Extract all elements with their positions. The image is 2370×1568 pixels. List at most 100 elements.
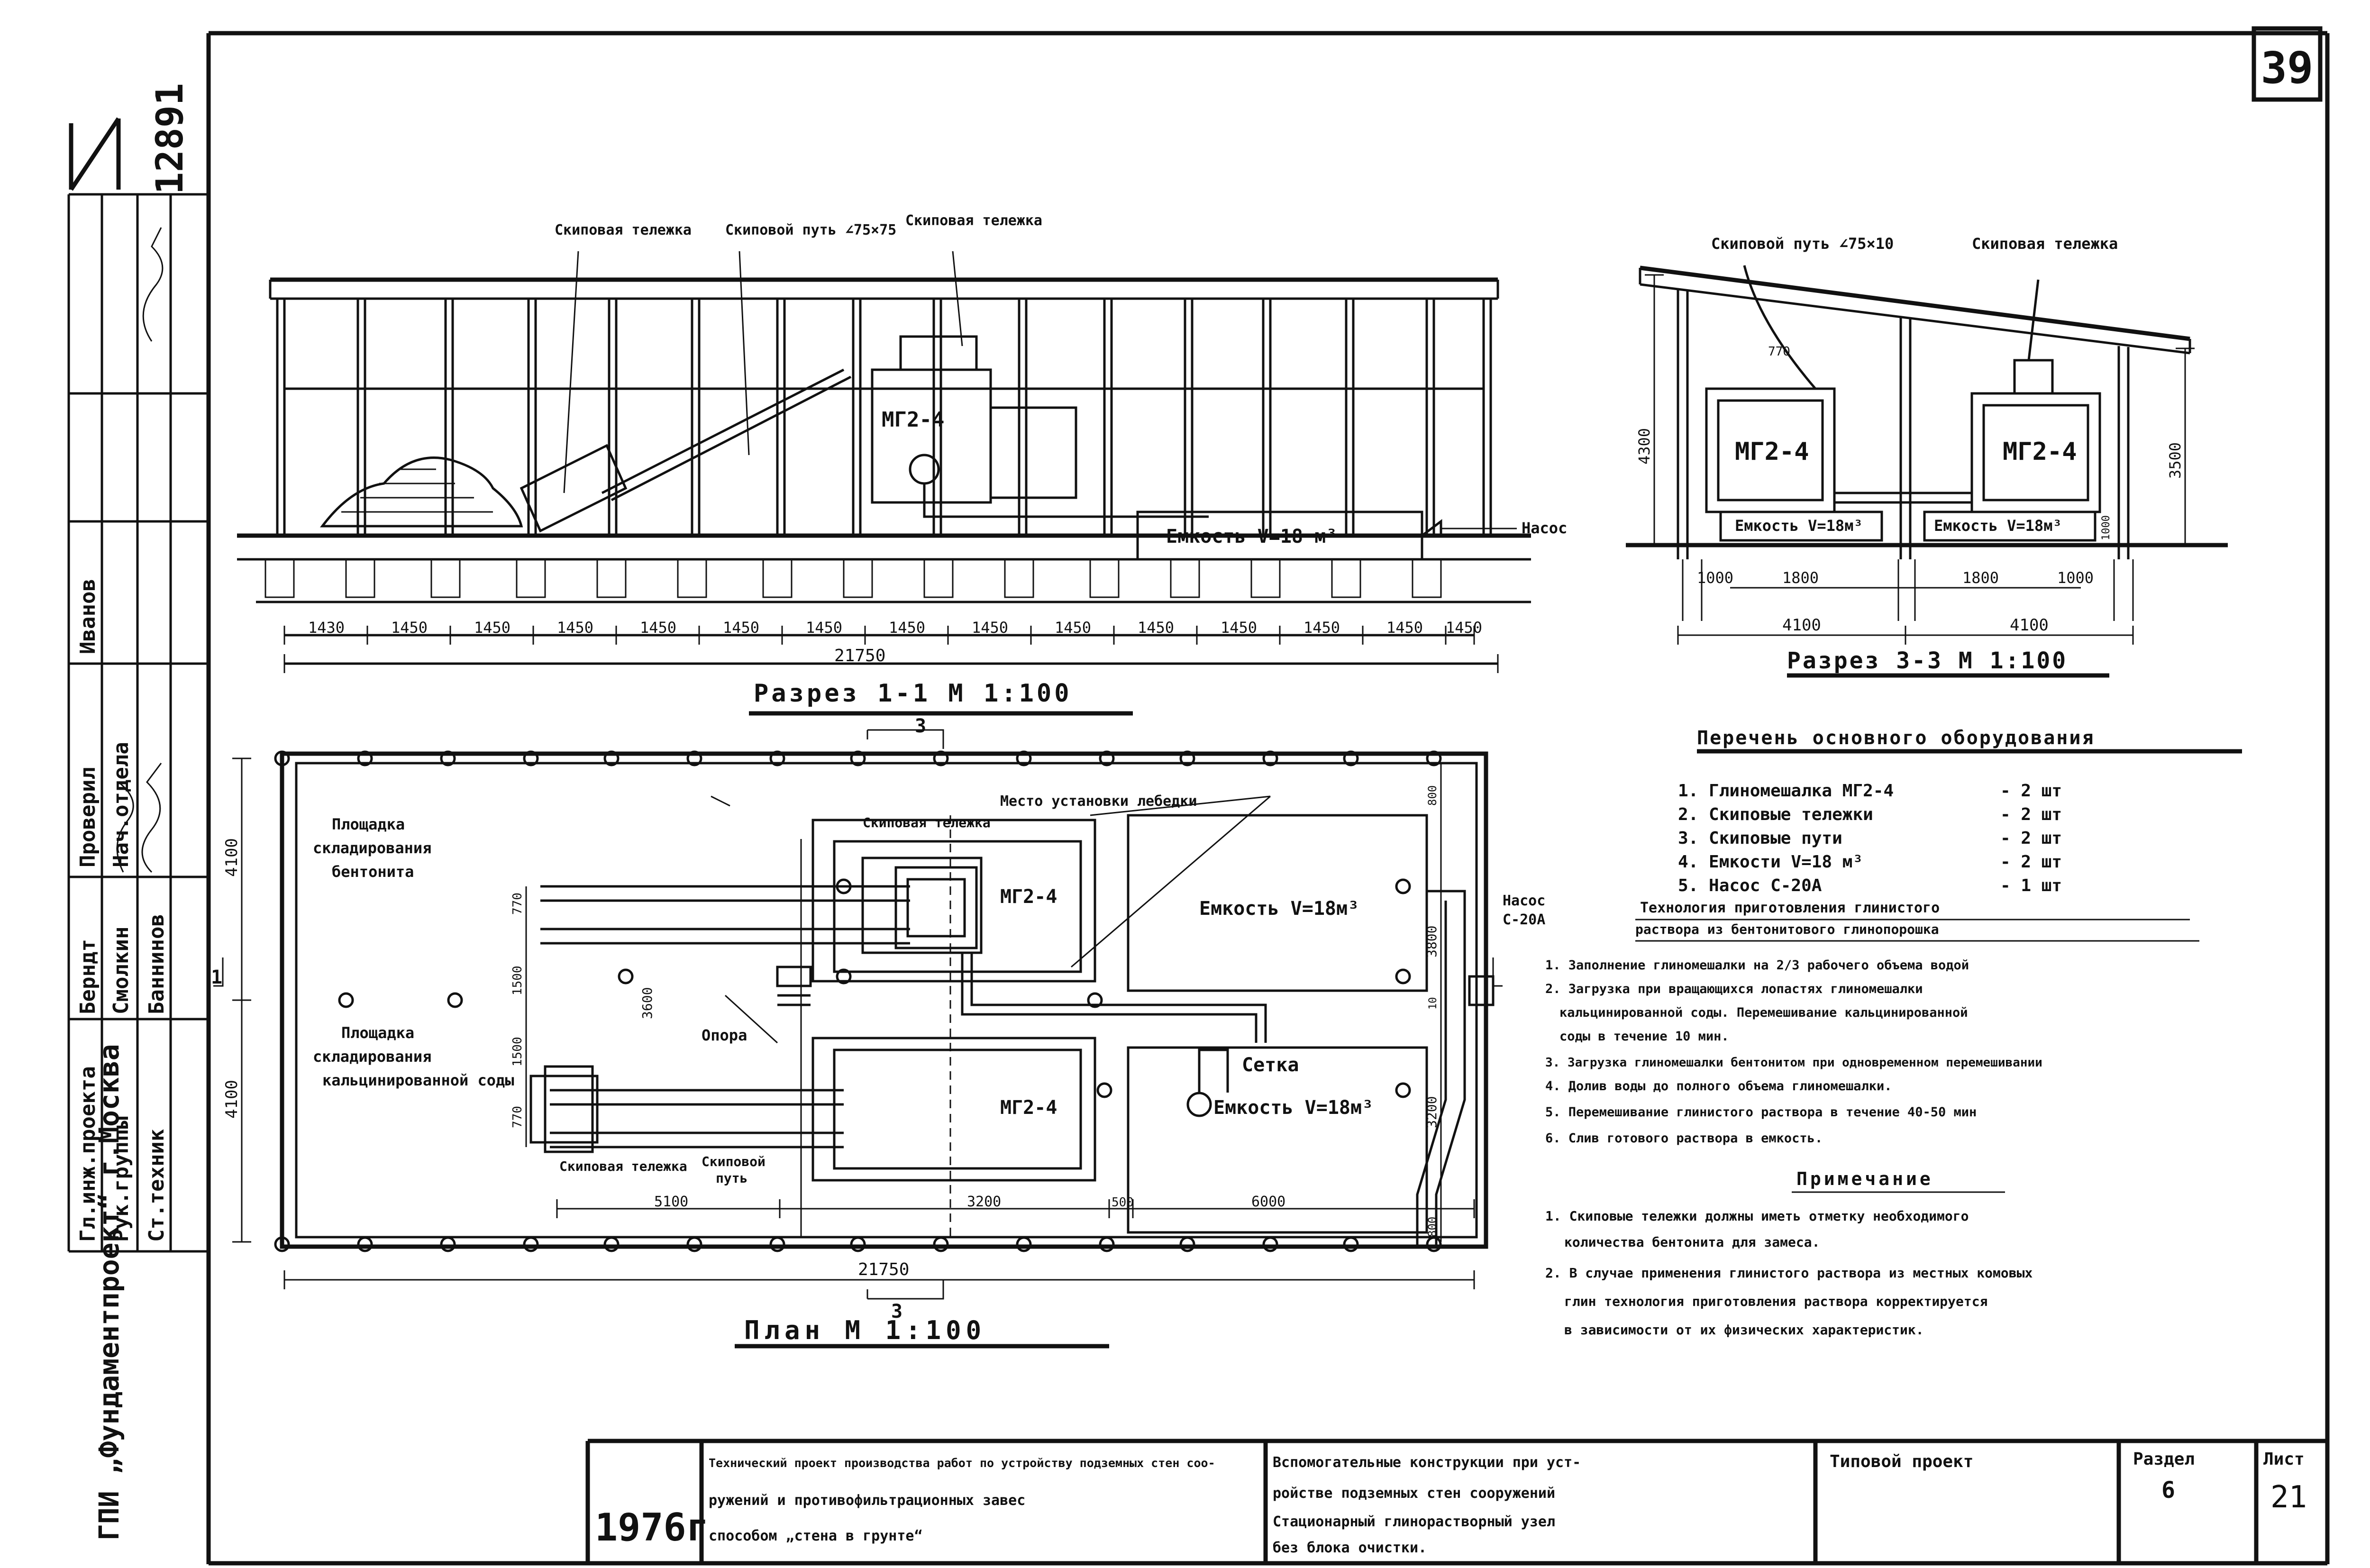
s11-label-skip-track: Скиповой путь ∠75×75	[725, 222, 896, 238]
sheet-number: 39	[2261, 43, 2314, 93]
plan-dim-b1: 5100	[654, 1194, 688, 1210]
s11-span-8: 1450	[889, 619, 925, 637]
plan-dim-800b: 800	[1426, 1217, 1439, 1237]
plan-winch: Место установки лебедки	[1000, 793, 1197, 810]
tb-subject-2: ройстве подземных стен сооружений	[1273, 1485, 1555, 1502]
plan-drawing	[213, 729, 1503, 1349]
equipment-item-3: 3. Скиповые пути	[1678, 829, 1842, 848]
technology-step-2: 2. Загрузка при вращающихся лопастях гли…	[1545, 982, 1923, 996]
title-block-frame	[585, 1439, 2327, 1564]
s11-title: Разрез 1-1 М 1:100	[754, 679, 1072, 708]
notes-title: Примечание	[1796, 1168, 1933, 1189]
equipment-item-2: 2. Скиповые тележки	[1678, 805, 1873, 824]
technology-step-7: 5. Перемешивание глинистого раствора в т…	[1545, 1105, 1977, 1120]
notes-line-3: 2. В случае применения глинистого раство…	[1545, 1265, 2033, 1281]
plan-mixer-top: МГ2-4	[1000, 886, 1057, 908]
plan-tank-top: Емкость V=18м³	[1199, 898, 1359, 920]
plan-support: Опора	[702, 1026, 747, 1044]
plan-dim-left-top: 4100	[222, 838, 241, 877]
s11-span-10: 1450	[1055, 619, 1091, 637]
s33-h-left: 4300	[1635, 428, 1653, 465]
stamp-role-5: Нач.отдела	[109, 742, 133, 867]
s33-d4: 1000	[2057, 569, 2094, 587]
stamp-name-1: Берндт	[76, 939, 100, 1014]
plan-dim-b2: 3200	[967, 1194, 1001, 1210]
plan-bentonite-area-1: Площадка	[332, 815, 405, 833]
equipment-item-5: 5. Насос С-20А	[1678, 876, 1822, 895]
plan-dim-b4: 6000	[1251, 1194, 1285, 1210]
s11-span-dims: 1430 1450 1450 1450 1450 1450 1450 1450 …	[308, 619, 1482, 637]
s11-total-dim: 21750	[834, 646, 885, 665]
stamp-role-4: Проверил	[76, 767, 100, 867]
s33-mixer-right: МГ2-4	[2003, 438, 2077, 466]
stamp-role-2: Рук.группы	[109, 1116, 133, 1242]
plan-cut-mark-top: 3	[915, 715, 926, 737]
equipment-qty-5: - 1 шт	[2000, 876, 2062, 895]
s33-w2: 4100	[2010, 616, 2049, 635]
technology-step-1: 1. Заполнение глиномешалки на 2/3 рабоче…	[1545, 958, 1969, 973]
notes-line-4: глин технология приготовления раствора к…	[1564, 1294, 1987, 1309]
s11-span-6: 1450	[723, 619, 759, 637]
tb-type-label: Типовой проект	[1830, 1452, 1973, 1471]
notes-line-2: количества бентонита для замеса.	[1564, 1234, 1820, 1250]
stamp-name-4: Иванов	[76, 579, 100, 654]
sheet-frame	[206, 26, 2330, 1566]
plan-dim-1500: 1500	[510, 966, 525, 995]
technology-step-4: соды в течение 10 мин.	[1559, 1029, 1729, 1044]
technology-title-1: Технология приготовления глинистого	[1640, 900, 1940, 916]
plan-dim-770b: 770	[510, 1106, 525, 1128]
equipment-item-1: 1. Глиномешалка МГ2-4	[1678, 781, 1894, 801]
equipment-title: Перечень основного оборудования	[1697, 727, 2095, 749]
plan-skip-cart-top: Скиповая тележка	[863, 815, 991, 830]
s11-span-9: 1450	[972, 619, 1008, 637]
plan-soda-area-2: складирования	[313, 1048, 431, 1066]
s11-span-12: 1450	[1221, 619, 1257, 637]
plan-dim-770a: 770	[510, 893, 525, 915]
equipment-item-4: 4. Емкости V=18 м³	[1678, 852, 1863, 872]
equipment-qty-4: - 2 шт	[2000, 852, 2062, 872]
left-stamp	[67, 117, 209, 1253]
section-3-3-drawing	[1626, 265, 2228, 678]
plan-cut-mark-bottom: 3	[891, 1301, 902, 1322]
s33-skip-cart: Скиповая тележка	[1972, 235, 2118, 253]
plan-skip-track-bottom-1: Скиповой	[702, 1154, 766, 1169]
technology-step-3: кальцинированной соды. Перемешивание кал…	[1559, 1005, 1968, 1020]
s11-label-skip-cart-2: Скиповая тележка	[905, 212, 1042, 229]
plan-bentonite-area-2: складирования	[313, 839, 431, 857]
plan-dim-3600: 3600	[639, 987, 655, 1019]
equipment-qty-1: - 2 шт	[2000, 781, 2062, 801]
stamp-name-3: Баннинов	[145, 914, 169, 1014]
s11-span-1: 1430	[308, 619, 345, 637]
section-1-1-drawing	[237, 251, 1531, 716]
s11-span-14: 1450	[1386, 619, 1423, 637]
technology-title-2: раствора из бентонитового глинопорошка	[1635, 921, 1939, 937]
plan-tank-bottom: Емкость V=18м³	[1213, 1097, 1373, 1119]
plan-bentonite-area-3: бентонита	[332, 863, 414, 881]
plan-skip-track-bottom-2: путь	[716, 1170, 747, 1186]
plan-mixer-bottom: МГ2-4	[1000, 1097, 1057, 1119]
tb-project-3: способом „стена в грунте“	[709, 1528, 923, 1544]
s11-pump: Насос	[1522, 519, 1567, 537]
plan-column-circles	[274, 750, 1442, 1252]
notes-line-5: в зависимости от их физических характери…	[1564, 1322, 1924, 1338]
s33-title: Разрез 3-3 М 1:100	[1787, 647, 2068, 674]
signature-2	[141, 763, 162, 873]
equipment-qty-2: - 2 шт	[2000, 805, 2062, 824]
tb-subject-1: Вспомогательные конструкции при уст-	[1273, 1454, 1581, 1471]
technology-step-5: 3. Загрузка глиномешалки бентонитом при …	[1545, 1056, 2042, 1070]
s11-span-7: 1450	[806, 619, 842, 637]
s33-skip-track: Скиповой путь ∠75×10	[1711, 235, 1894, 253]
tb-subject-3: Стационарный глинорастворный узел	[1273, 1513, 1555, 1530]
stamp-role-3: Ст.техник	[145, 1129, 169, 1242]
s11-span-5: 1450	[640, 619, 676, 637]
s33-w1: 4100	[1782, 616, 1821, 635]
signature-1	[142, 227, 164, 342]
plan-title: План М 1:100	[744, 1315, 986, 1345]
plan-soda-area-1: Площадка	[341, 1024, 414, 1042]
stamp-role-1: Гл.инж.проекта	[76, 1066, 100, 1242]
tb-project-2: ружений и противофильтрационных завес	[709, 1492, 1025, 1509]
tb-project-1: Технический проект производства работ по…	[709, 1456, 1215, 1470]
plan-skip-cart-bottom: Скиповая тележка	[559, 1158, 687, 1174]
technology-step-8: 6. Слив готового раствора в емкость.	[1545, 1131, 1823, 1146]
